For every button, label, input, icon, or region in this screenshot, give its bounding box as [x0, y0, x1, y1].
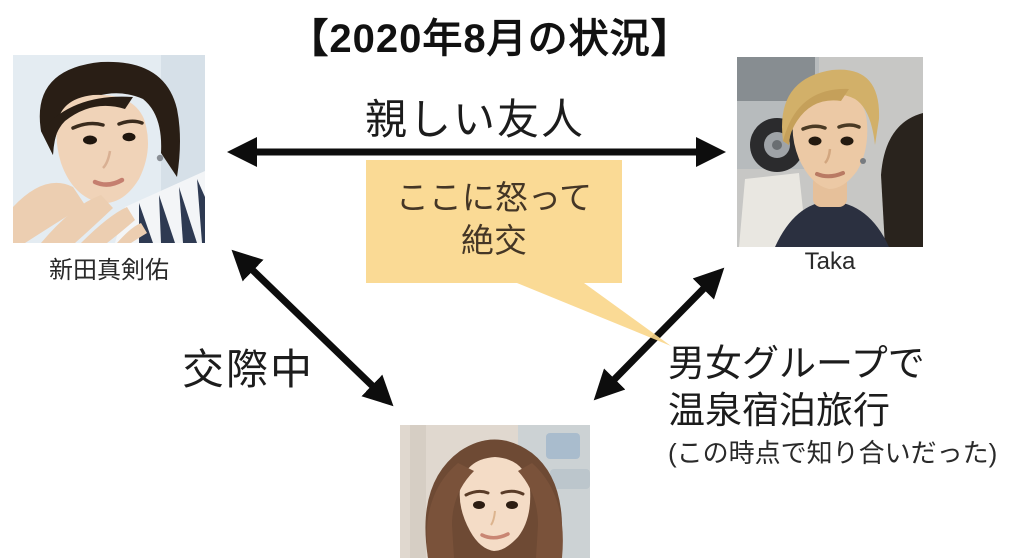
diagram-title: 【2020年8月の状況】 — [288, 17, 692, 61]
trip-label-line-2: 温泉宿泊旅行 — [668, 390, 890, 431]
relation-label-dating: 交際中 — [182, 346, 315, 393]
photo-taka — [737, 57, 923, 247]
photo-woman — [400, 425, 590, 558]
woman-brown-hair-portrait-illustration — [400, 425, 590, 558]
man-dark-hair-portrait-illustration — [13, 55, 205, 243]
callout-line-1: ここに怒って — [395, 179, 593, 216]
name-label-taka: Taka — [804, 248, 856, 275]
callout-text: ここに怒って 絶交 — [366, 176, 622, 262]
trip-note: (この時点で知り合いだった) — [668, 438, 998, 468]
relation-label-trip: 男女グループで 温泉宿泊旅行 (この時点で知り合いだった) — [668, 340, 1024, 469]
relation-label-close-friends: 親しい友人 — [364, 96, 585, 143]
man-blond-hair-portrait-illustration — [737, 57, 923, 247]
name-label-mackenyu: 新田真剣佑 — [49, 257, 169, 284]
trip-label-line-1: 男女グループで — [668, 343, 925, 384]
photo-mackenyu — [13, 55, 205, 243]
callout-line-2: 絶交 — [461, 222, 527, 259]
